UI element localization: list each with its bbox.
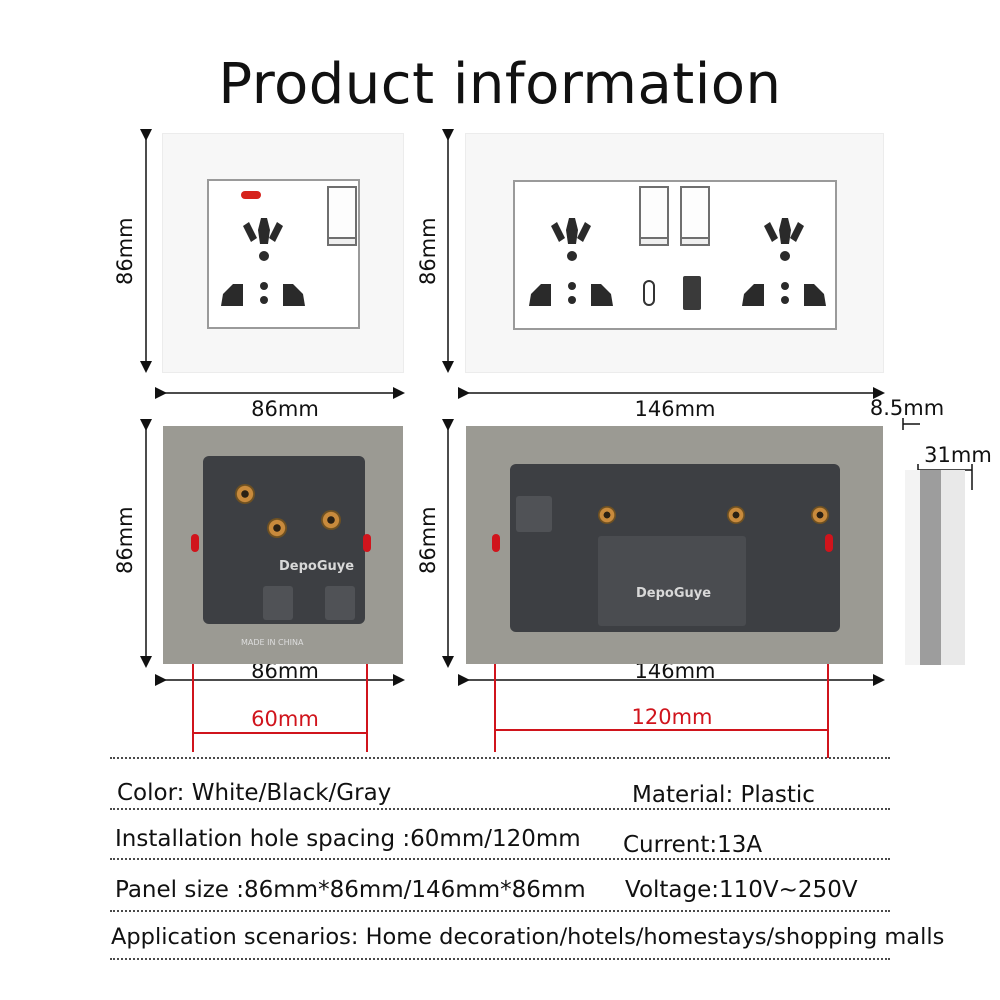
universal-outlet-left-icon: [529, 218, 613, 306]
mount-hole-left-double: [492, 534, 500, 552]
mount-hole-right-double: [825, 534, 833, 552]
terminal-screw-c: [811, 506, 829, 524]
right-back-height-label: 86mm: [416, 506, 440, 574]
single-socket-front-image: [163, 134, 403, 372]
back-block-a: [516, 496, 552, 532]
rocker-switch: [327, 186, 357, 246]
mount-hole-left: [191, 534, 199, 552]
double-socket-back-image: DepoGuye: [466, 426, 883, 664]
rocker-switch-right: [680, 186, 710, 246]
left-front-height-label: 86mm: [113, 217, 137, 285]
mount-hole-right: [363, 534, 371, 552]
separator-2: [110, 858, 890, 860]
usb-module-housing: [598, 536, 746, 626]
spec-color: Color: White/Black/Gray: [117, 780, 392, 806]
universal-outlet-icon: [221, 218, 305, 306]
left-front-width-label: 86mm: [251, 397, 319, 421]
terminal-screw-b: [727, 506, 745, 524]
made-in-label: MADE IN CHINA: [241, 638, 304, 647]
right-front-width-label: 146mm: [634, 397, 716, 421]
spec-panel-size: Panel size :86mm*86mm/146mm*86mm: [115, 877, 586, 903]
separator-1: [110, 808, 890, 810]
side-view-image: [905, 470, 965, 665]
left-back-height-label: 86mm: [113, 506, 137, 574]
separator-3: [110, 910, 890, 912]
rocker-switch-left: [639, 186, 669, 246]
depth-plate-label: 8.5mm: [869, 396, 945, 420]
brand-label-left: DepoGuye: [279, 559, 355, 574]
single-socket-back-image: DepoGuye MADE IN CHINA: [163, 426, 403, 664]
brand-label-right: DepoGuye: [636, 586, 712, 601]
usb-a-port-icon: [683, 276, 701, 310]
universal-outlet-right-icon: [742, 218, 826, 306]
terminal-screw-a: [598, 506, 616, 524]
hole-spacing-double-label: 120mm: [631, 705, 713, 729]
back-block-1: [263, 586, 293, 620]
page-title: Product information: [218, 52, 782, 117]
depth-body-label: 31mm: [924, 443, 992, 467]
usb-c-port-icon: [643, 280, 655, 306]
spec-material: Material: Plastic: [632, 782, 815, 808]
terminal-screw-2: [267, 518, 287, 538]
separator-top: [110, 757, 890, 759]
terminal-screw-3: [321, 510, 341, 530]
hole-spacing-single-label: 60mm: [251, 707, 319, 731]
separator-4: [110, 958, 890, 960]
right-front-height-label: 86mm: [416, 217, 440, 285]
spec-voltage: Voltage:110V~250V: [625, 877, 858, 903]
spec-current: Current:13A: [623, 832, 763, 858]
back-block-2: [325, 586, 355, 620]
double-socket-front-image: [466, 134, 883, 372]
spec-application: Application scenarios: Home decoration/h…: [111, 924, 945, 950]
spec-hole-spacing: Installation hole spacing :60mm/120mm: [115, 826, 581, 852]
terminal-screw-1: [235, 484, 255, 504]
indicator-led: [241, 191, 261, 199]
